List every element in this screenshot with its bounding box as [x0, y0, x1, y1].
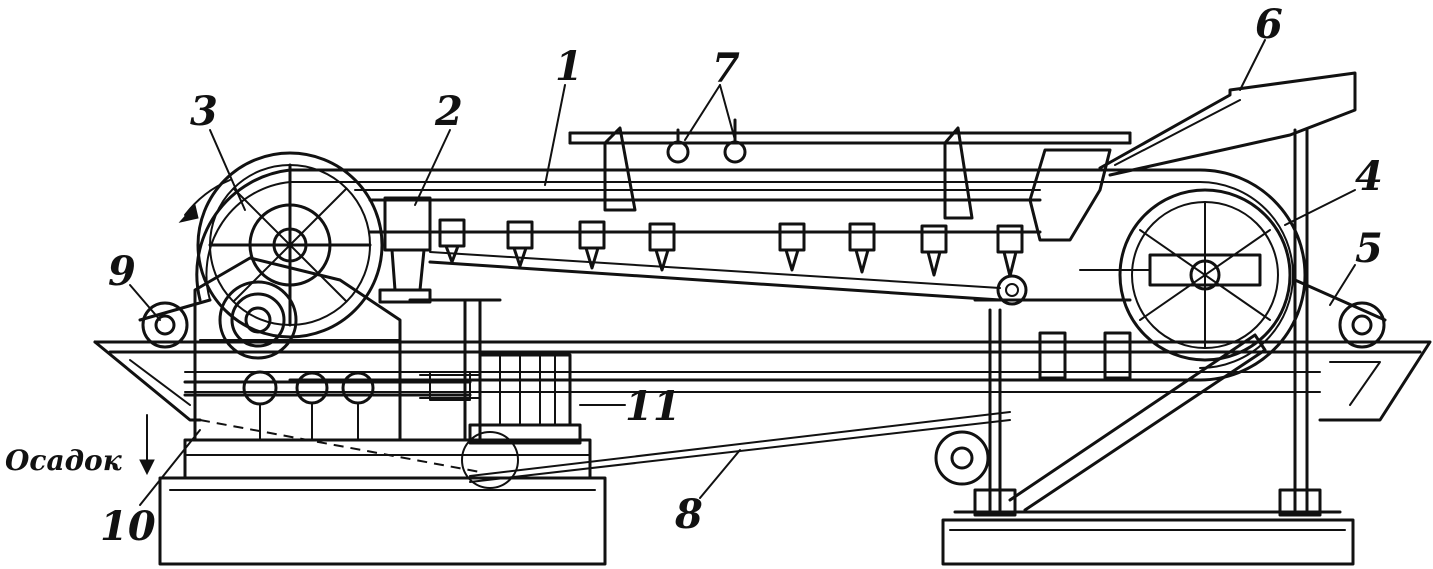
- gearbox: [183, 256, 592, 480]
- label-9: 9: [108, 248, 136, 295]
- label-2: 2: [434, 88, 463, 135]
- nozzle: [438, 218, 466, 264]
- label-8: 8: [674, 491, 703, 538]
- spray-nozzles: [438, 218, 1024, 278]
- conveyor-belt: [178, 168, 1307, 382]
- label-4: 4: [1355, 153, 1383, 200]
- drive-belt: [199, 411, 1011, 483]
- nozzle: [920, 224, 948, 277]
- nozzle: [778, 222, 806, 272]
- feed-hopper: [1028, 71, 1357, 242]
- label-1: 1: [555, 43, 583, 90]
- right-support: [934, 128, 1342, 517]
- drive-drum-left: [196, 151, 384, 339]
- nozzle: [506, 220, 534, 268]
- electric-motor: [408, 298, 582, 489]
- idler-roller-right: [1293, 278, 1387, 349]
- idler-roller-left: [138, 298, 212, 349]
- label-7: 7: [712, 45, 740, 92]
- nozzle: [578, 220, 606, 270]
- top-rail: [568, 118, 1132, 220]
- nozzle-beam: [354, 189, 1042, 302]
- foundation-right: [941, 518, 1355, 566]
- label-5: 5: [1355, 225, 1383, 272]
- main-frame: [93, 340, 1432, 422]
- nozzle: [648, 222, 676, 272]
- label-6: 6: [1255, 1, 1283, 48]
- label-10: 10: [100, 503, 156, 550]
- foundation-left: [158, 476, 607, 566]
- nozzle: [848, 222, 876, 274]
- label-11: 11: [625, 383, 681, 430]
- leader-lines: [129, 39, 1356, 506]
- tail-drum-right: [1079, 188, 1292, 362]
- label-sediment: Осадок: [5, 444, 123, 477]
- label-3: 3: [190, 88, 218, 135]
- distributor-column: [378, 196, 432, 304]
